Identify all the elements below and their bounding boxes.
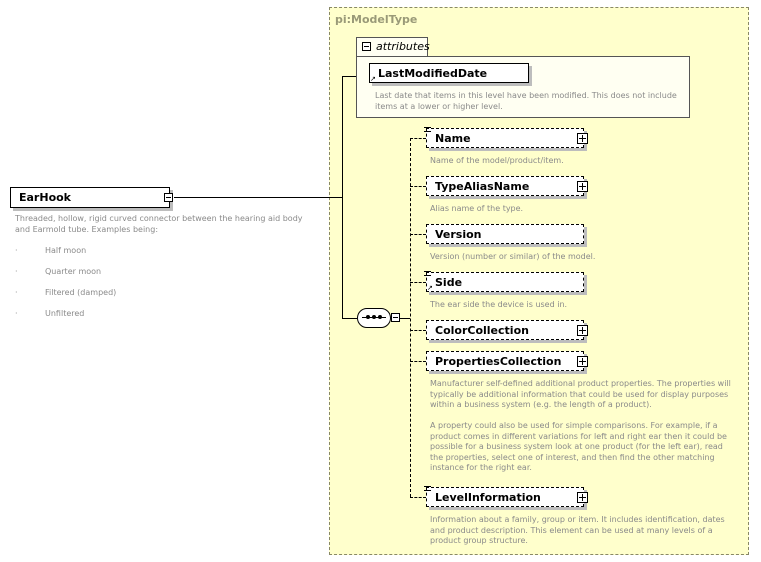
element-description: Manufacturer self-defined additional pro… bbox=[430, 379, 731, 472]
element-version[interactable]: Version bbox=[426, 224, 584, 244]
element-side[interactable]: Side bbox=[426, 272, 584, 292]
child-connector bbox=[410, 186, 426, 187]
sequence-dot-icon bbox=[366, 315, 370, 319]
collapse-icon[interactable] bbox=[391, 313, 400, 322]
element-colorcollection[interactable]: ColorCollection bbox=[426, 320, 584, 340]
reference-arrow-icon: ↗ bbox=[427, 284, 433, 292]
connector-line bbox=[342, 318, 357, 319]
child-connector bbox=[410, 234, 426, 235]
expand-icon[interactable] bbox=[577, 356, 588, 367]
example-item: ·Half moon bbox=[15, 245, 87, 255]
element-levelinformation[interactable]: LevelInformation bbox=[426, 487, 584, 507]
child-connector bbox=[410, 282, 426, 283]
element-description: Information about a family, group or ite… bbox=[430, 515, 725, 545]
root-element-earhook[interactable]: EarHook bbox=[10, 187, 170, 208]
sequence-dot-icon bbox=[372, 315, 376, 319]
sequence-spine bbox=[410, 138, 411, 497]
occurrence-marker bbox=[424, 271, 431, 276]
collapse-icon[interactable] bbox=[164, 193, 173, 202]
element-typealiasname[interactable]: TypeAliasName bbox=[426, 176, 584, 196]
expand-icon[interactable] bbox=[577, 325, 588, 336]
attributes-label: attributes bbox=[376, 40, 430, 53]
element-description: The ear side the device is used in. bbox=[430, 300, 568, 309]
occurrence-marker bbox=[424, 127, 431, 132]
connector-line bbox=[400, 318, 410, 319]
element-propertiescollection[interactable]: PropertiesCollection bbox=[426, 351, 584, 371]
root-examples-list: ·Half moon ·Quarter moon ·Filtered (damp… bbox=[15, 235, 116, 330]
connector-line bbox=[342, 76, 343, 318]
element-description: Alias name of the type. bbox=[430, 204, 524, 213]
child-connector bbox=[410, 361, 426, 362]
attributes-tab bbox=[356, 37, 428, 57]
connector-line bbox=[342, 76, 356, 77]
element-description: Name of the model/product/item. bbox=[430, 156, 564, 165]
example-item: ·Filtered (damped) bbox=[15, 287, 117, 297]
child-connector bbox=[410, 330, 426, 331]
element-description: Version (number or similar) of the model… bbox=[430, 252, 596, 261]
element-name[interactable]: Name bbox=[426, 128, 584, 148]
type-name: pi:ModelType bbox=[335, 13, 418, 26]
expand-icon[interactable] bbox=[577, 133, 588, 144]
child-connector bbox=[410, 497, 426, 498]
connector-line bbox=[174, 197, 342, 198]
expand-icon[interactable] bbox=[577, 492, 588, 503]
child-connector bbox=[410, 138, 426, 139]
collapse-icon[interactable] bbox=[362, 42, 371, 51]
root-element-label: EarHook bbox=[19, 191, 71, 204]
occurrence-marker bbox=[424, 486, 431, 491]
attribute-description: Last date that items in this level have … bbox=[375, 91, 677, 111]
sequence-dot-icon bbox=[378, 315, 382, 319]
root-description: Threaded, hollow, rigid curved connector… bbox=[15, 214, 303, 234]
reference-arrow-icon: ↗ bbox=[370, 75, 376, 83]
expand-icon[interactable] bbox=[577, 181, 588, 192]
example-item: ·Quarter moon bbox=[15, 266, 102, 276]
attribute-lastmodifieddate[interactable]: LastModifiedDate bbox=[369, 63, 529, 83]
example-item: ·Unfiltered bbox=[15, 308, 85, 318]
